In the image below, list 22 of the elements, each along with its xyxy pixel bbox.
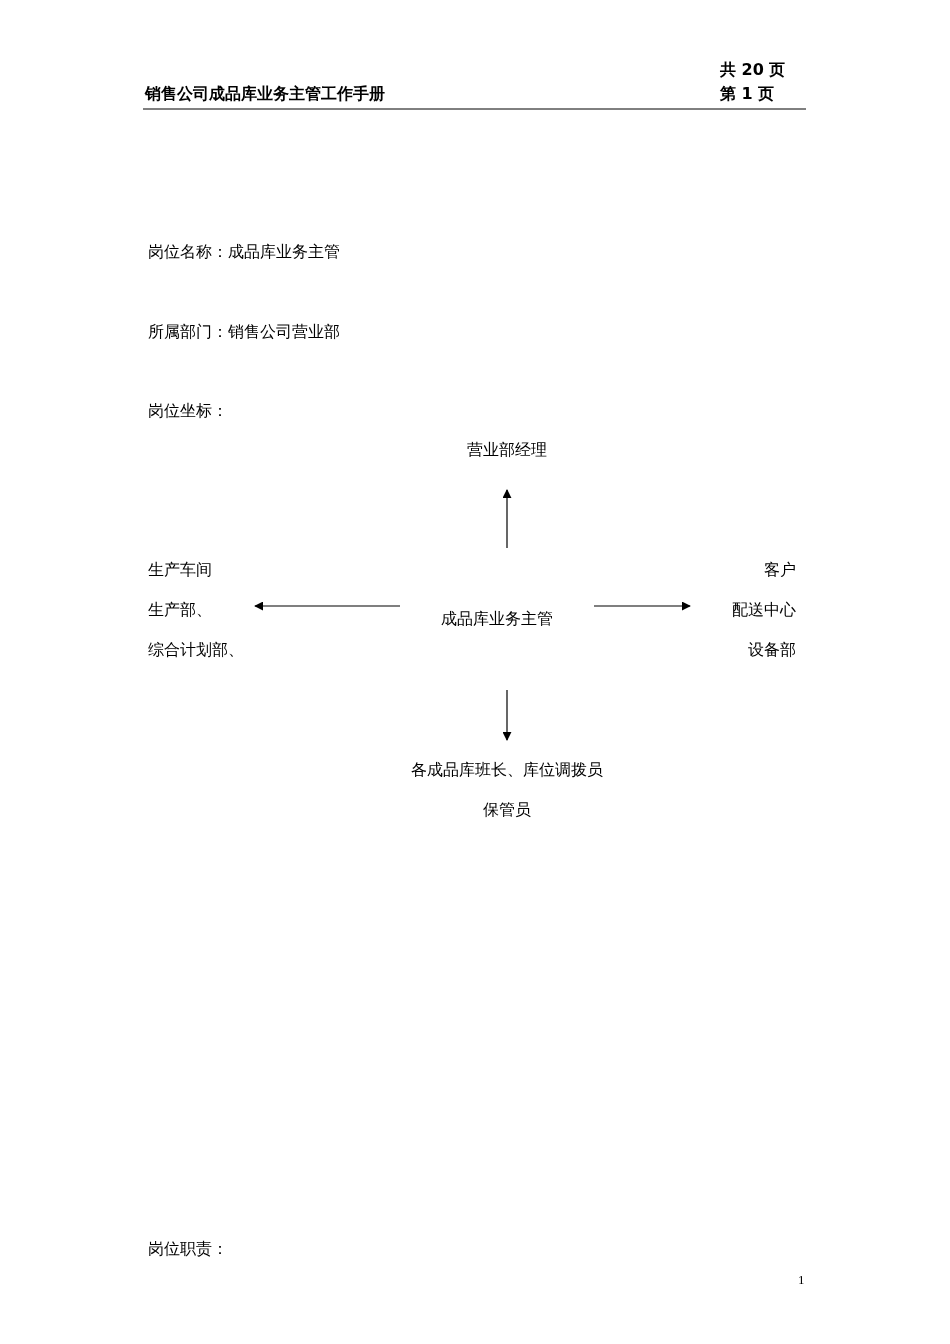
node-text: 各成品库班长、库位调拨员 xyxy=(411,760,603,780)
page-number: 第 1 页 xyxy=(720,84,775,104)
header-title: 销售公司成品库业务主管工作手册 xyxy=(145,84,385,104)
field-text: 岗位名称：成品库业务主管 xyxy=(148,242,340,262)
field-text: 所属部门：销售公司营业部 xyxy=(148,322,340,342)
arrow xyxy=(254,601,401,611)
arrow xyxy=(502,489,512,549)
page-count: 共 20 页 xyxy=(720,60,786,80)
node-text: 综合计划部、 xyxy=(148,640,244,660)
node-text: 保管员 xyxy=(483,800,531,820)
node-text: 生产部、 xyxy=(148,600,212,620)
node-text: 成品库业务主管 xyxy=(441,609,553,629)
section-heading: 岗位职责： xyxy=(148,1239,228,1259)
node-text: 客户 xyxy=(764,560,796,580)
node-text: 生产车间 xyxy=(148,560,212,580)
arrow xyxy=(593,601,691,611)
node-text: 配送中心 xyxy=(732,600,796,620)
node-text: 营业部经理 xyxy=(467,440,547,460)
arrow xyxy=(502,689,512,741)
node-text: 设备部 xyxy=(748,640,796,660)
section-heading: 岗位坐标： xyxy=(148,401,228,421)
page-footer-number: 1 xyxy=(798,1271,805,1289)
